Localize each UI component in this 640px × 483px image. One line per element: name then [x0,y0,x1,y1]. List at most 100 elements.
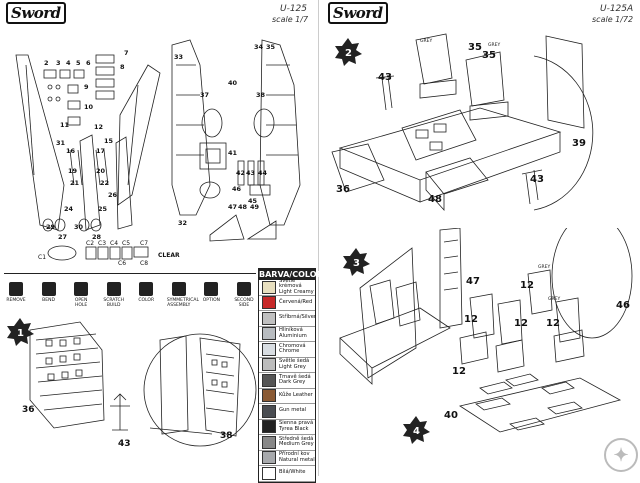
clear-part-label: C5 [122,240,130,247]
color-legend-row: Chromová Chrome [259,342,315,358]
scale-right: scale 1/72 [592,15,634,24]
color-legend-row: Tmavě šedá Dark Grey [259,373,315,389]
part-number: 24 [64,205,74,213]
color-name: Sienna pravá Tyrea Black [279,420,314,432]
step-1-badge-shape [7,318,34,346]
color-legend-row: Středně šedá Medium Grey [259,435,315,451]
symbol-open-hole: OPEN HOLE [69,282,93,308]
part-number: 19 [68,167,78,175]
color-legend-row: Hliníková Aluminium [259,327,315,342]
color-name: Červená/Red [279,298,313,305]
part-number: 47 [228,203,237,211]
callout-40: 40 [444,410,458,421]
color-legend-row: Kůže Leather [259,389,315,404]
model-name-left: U-125 [280,4,308,14]
symbol-remove: REMOVE [4,282,28,308]
brand-logo-left: Sword [6,2,66,24]
model-name-right: U-125A [600,4,634,14]
part-number: 45 [248,197,258,205]
color-name: Hliníková Aluminium [279,327,307,339]
color-name: Světle šedá Light Grey [279,358,310,370]
callout-43: 43 [378,72,392,83]
symbol-scratch-build: SCRATCH BUILD [102,282,126,308]
color-swatch [262,358,276,372]
color-swatch [262,420,276,434]
part-number: 48 [238,203,248,211]
clear-part-label: C7 [140,240,148,247]
part-number: 26 [108,191,118,199]
part-number: 25 [98,205,108,213]
color-swatch [262,327,276,341]
step-1-assembly: 1 36 43 38 [7,318,257,449]
callout-12d: 12 [546,318,560,329]
part-number: 34 [254,43,264,51]
part-number: 4 [66,59,71,67]
color-code-grey: GREY [538,264,550,270]
color-swatch [262,280,276,294]
clear-part-label: C6 [118,260,126,265]
callout-43: 43 [118,439,131,449]
color-legend-row: Světle šedá Light Grey [259,358,315,373]
part-number: 33 [174,53,183,61]
color-swatch [262,342,276,356]
part-number: 20 [96,167,106,175]
symbol-option: OPTION [199,282,223,308]
part-number: 29 [46,223,56,231]
part-number: 21 [70,179,80,187]
clear-part-label: C4 [110,240,118,247]
drill-icon [74,282,89,296]
symbol-bend: BEND [37,282,61,308]
color-swatch [262,296,276,310]
part-number: 37 [200,91,209,99]
remove-icon [9,282,23,296]
page-divider [318,0,319,476]
clear-part-label: C3 [98,240,106,247]
callout-36: 36 [336,184,350,195]
paint-icon [139,282,154,296]
color-name: Chromová Chrome [279,342,306,355]
color-code-grey: GREY [488,42,500,48]
step-2-number: 2 [345,48,352,59]
callout-36: 36 [22,405,35,415]
part-number: 30 [74,223,84,231]
color-legend-row: Bílá/White [259,466,315,482]
color-swatch [262,311,276,325]
symmetry-icon [171,282,186,296]
part-number: 41 [228,149,238,157]
part-number: 46 [232,185,242,193]
step-1-number: 1 [17,328,24,339]
part-number: 5 [76,59,81,67]
callout-12c: 12 [514,318,528,329]
part-number: 7 [124,49,129,57]
symbol-color: COLOR [134,282,158,308]
publisher-logo: ✦ [604,438,638,472]
step-2-assembly: 2 35 35 43 39 36 48 43 GREY GREY [331,33,594,212]
symbols-divider [4,273,256,274]
color-swatch [262,404,276,418]
part-number: 44 [258,169,268,177]
part-number: 6 [86,59,91,67]
part-number: 35 [266,43,276,51]
callout-43b: 43 [530,174,544,185]
second-side-icon [236,282,251,296]
step-3-number: 3 [353,258,360,269]
part-number: 32 [178,219,187,227]
part-number: 38 [256,91,266,99]
color-legend-row: Stříbrná/Silver [259,311,316,327]
callout-46: 46 [616,300,630,311]
part-number: 43 [246,169,255,177]
color-name: Kůže Leather [279,391,313,398]
color-legend-row: Přírodní kov Natural metal [259,451,315,466]
color-legend-row: Červená/Red [259,296,315,311]
callout-38: 38 [220,431,233,441]
scratch-icon [106,282,121,296]
clear-caption: CLEAR [158,252,180,259]
color-legend-row: Gun metal [259,404,315,420]
brand-logo-right: Sword [328,2,388,24]
symbol-second-side: SECOND SIDE [232,282,256,308]
callout-47: 47 [466,276,480,287]
color-name: Světle krémová Light Creamy [279,277,314,296]
part-number: 10 [84,103,94,111]
callout-48: 48 [428,194,442,205]
part-number: 28 [92,233,102,241]
